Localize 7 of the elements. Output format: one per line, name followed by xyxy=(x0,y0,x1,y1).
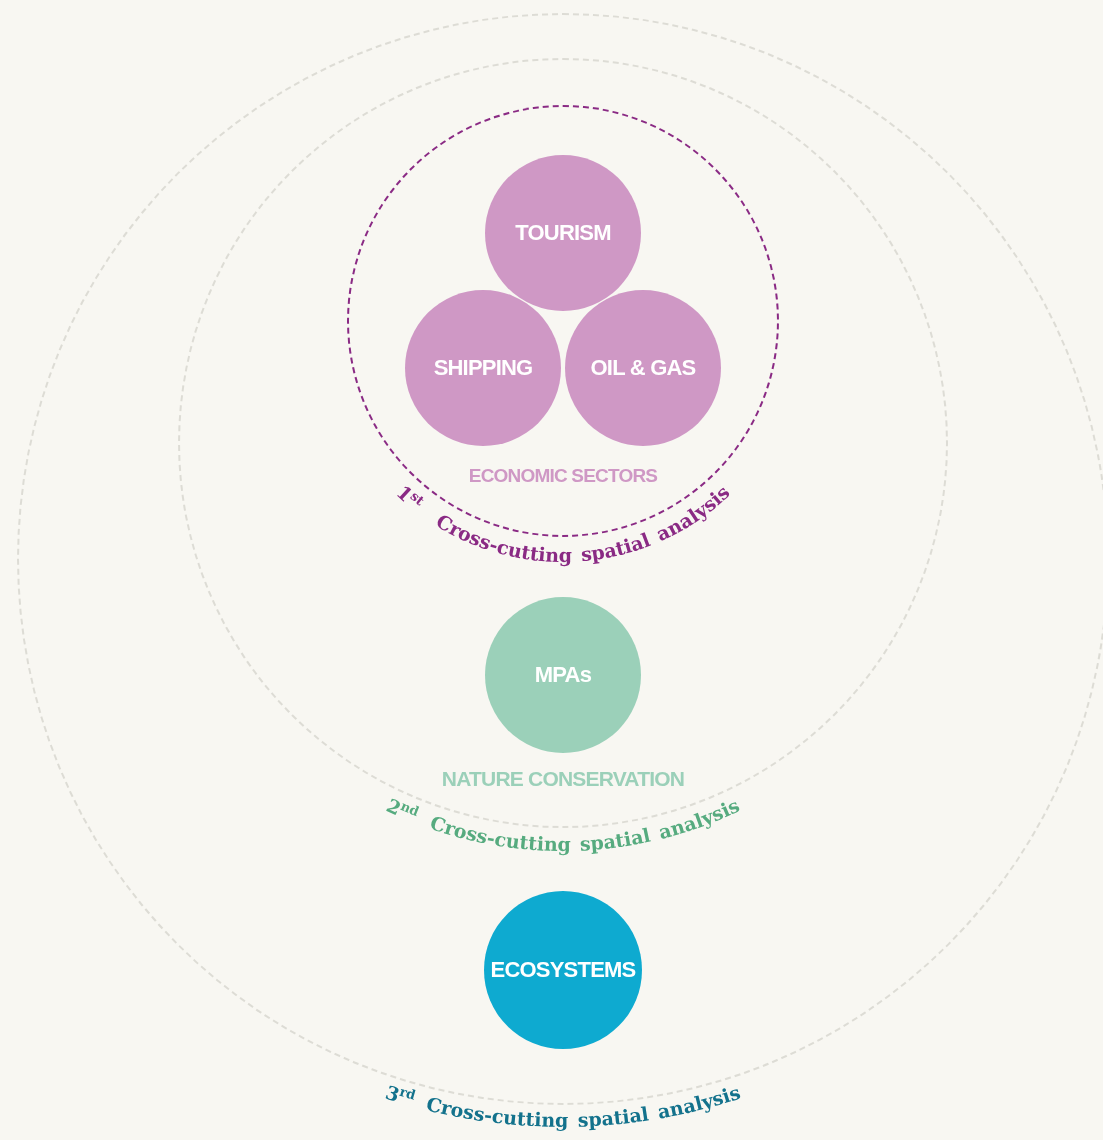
circle-label: ECOSYSTEMS xyxy=(490,957,636,983)
circle-label: SHIPPING xyxy=(433,355,533,381)
circle-caption: NATURE CONSERVATION xyxy=(441,767,685,791)
circle-label: TOURISM xyxy=(515,220,611,246)
group-heading: ECONOMIC SECTORS xyxy=(468,465,658,487)
circle-label: MPAs xyxy=(534,662,592,688)
circle-label: OIL & GAS xyxy=(590,355,696,381)
